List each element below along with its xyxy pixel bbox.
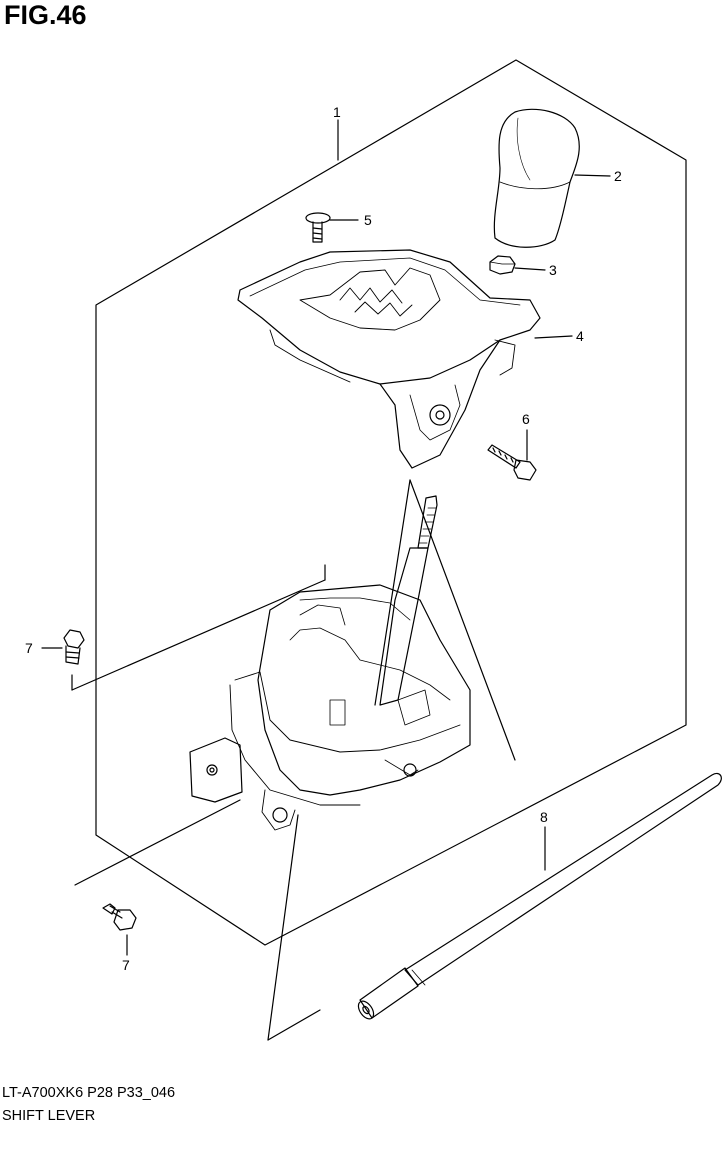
leader-4 (534, 335, 573, 339)
nut-part (489, 255, 516, 275)
shift-bracket-housing (189, 584, 471, 831)
shift-knob-part (493, 108, 580, 248)
align-line-c (71, 579, 326, 691)
leader-2 (574, 174, 611, 177)
assembly-frame (95, 59, 687, 946)
shift-gate-cover-part (237, 249, 541, 469)
bolt-part-7a (63, 629, 85, 665)
align-line-h (267, 1009, 321, 1041)
callout-5: 5 (364, 212, 372, 228)
callout-1: 1 (333, 104, 341, 120)
callout-3: 3 (549, 262, 557, 278)
align-line-b (374, 479, 411, 706)
align-line-g (267, 814, 299, 1041)
rod-part-8 (357, 772, 722, 1020)
bolt-part-6 (487, 444, 537, 481)
align-line-a (409, 479, 516, 761)
figure-title: FIG.46 (4, 0, 87, 30)
callout-6: 6 (522, 411, 530, 427)
callout-4: 4 (576, 328, 584, 344)
shift-lever-rod (379, 495, 438, 706)
callout-7-lower: 7 (122, 957, 130, 973)
leader-3 (514, 267, 546, 271)
figure-name: SHIFT LEVER (2, 1108, 96, 1124)
bolt-part-7b (102, 903, 137, 931)
callout-7-upper: 7 (25, 640, 33, 656)
callout-8: 8 (540, 809, 548, 825)
callout-2: 2 (614, 168, 622, 184)
align-line-f (74, 799, 241, 886)
screw-part-5 (305, 212, 331, 243)
figure-code: LT-A700XK6 P28 P33_046 (2, 1085, 176, 1101)
